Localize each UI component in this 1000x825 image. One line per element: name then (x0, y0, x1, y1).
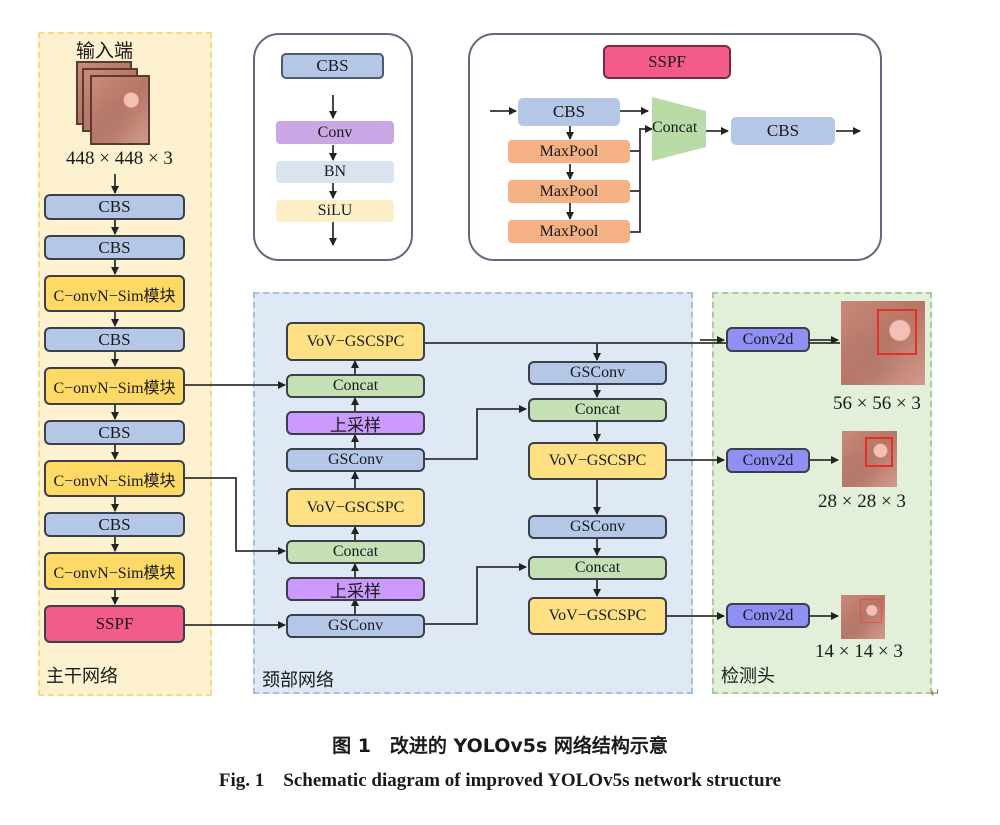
input-image (90, 75, 150, 145)
output-image-large (841, 301, 925, 385)
neck-left-concat-1[interactable]: Concat (286, 374, 425, 398)
neck-left-concat-2[interactable]: Concat (286, 540, 425, 564)
sspf-legend-maxpool-2: MaxPool (508, 180, 630, 203)
detection-box (865, 437, 893, 467)
input-image-stack (76, 61, 156, 145)
cbs-legend-silu: SiLU (276, 200, 394, 222)
head-conv2d-3[interactable]: Conv2d (726, 603, 810, 628)
sspf-legend-title: SSPF (603, 45, 731, 79)
output-image-small (841, 595, 885, 639)
output-image-medium (842, 431, 897, 487)
backbone-cbs-1[interactable]: CBS (44, 194, 185, 220)
head-conv2d-1[interactable]: Conv2d (726, 327, 810, 352)
output-size-medium: 28 × 28 × 3 (818, 491, 906, 512)
detection-box (877, 309, 917, 355)
neck-left-upsample-2[interactable]: 上采样 (286, 577, 425, 601)
sspf-legend-maxpool-1: MaxPool (508, 140, 630, 163)
neck-left-vov-gscspc-2[interactable]: VoV−GSCSPC (286, 488, 425, 527)
neck-left-gsconv-2[interactable]: GSConv (286, 614, 425, 638)
neck-right-vov-gscspc-2[interactable]: VoV−GSCSPC (528, 597, 667, 635)
backbone-label: 主干网络 (46, 666, 118, 687)
cbs-legend-title: CBS (281, 53, 384, 79)
cbs-legend-bn: BN (276, 161, 394, 183)
caption-zh: 图 1 改进的 YOLOv5s 网络结构示意 (332, 735, 668, 757)
sspf-legend-cbs-in: CBS (518, 98, 620, 126)
caption-en: Fig. 1 Schematic diagram of improved YOL… (218, 770, 782, 791)
output-size-small: 14 × 14 × 3 (815, 641, 903, 662)
backbone-cbs-4[interactable]: CBS (44, 420, 185, 445)
sspf-legend-concat-label: Concat (652, 119, 698, 136)
backbone-sspf[interactable]: SSPF (44, 605, 185, 643)
backbone-cbs-2[interactable]: CBS (44, 235, 185, 260)
backbone-c-onvn-sim-3[interactable]: C−onvN−Sim模块 (44, 460, 185, 497)
sspf-legend-concat-shape (652, 97, 706, 161)
input-title: 输入端 (76, 40, 134, 62)
input-size: 448 × 448 × 3 (66, 148, 173, 169)
neck-right-gsconv-1[interactable]: GSConv (528, 361, 667, 385)
neck-right-gsconv-2[interactable]: GSConv (528, 515, 667, 539)
sspf-legend-maxpool-3: MaxPool (508, 220, 630, 243)
neck-left-gsconv-1[interactable]: GSConv (286, 448, 425, 472)
backbone-c-onvn-sim-2[interactable]: C−onvN−Sim模块 (44, 367, 185, 405)
backbone-cbs-5[interactable]: CBS (44, 512, 185, 537)
backbone-c-onvn-sim-4[interactable]: C−onvN−Sim模块 (44, 552, 185, 590)
neck-right-vov-gscspc-1[interactable]: VoV−GSCSPC (528, 442, 667, 480)
head-label: 检测头 (721, 666, 775, 687)
neck-right-concat-2[interactable]: Concat (528, 556, 667, 580)
return-mark: ↵ (930, 686, 941, 700)
sspf-legend-cbs-out: CBS (731, 117, 835, 145)
backbone-cbs-3[interactable]: CBS (44, 327, 185, 352)
neck-left-vov-gscspc-1[interactable]: VoV−GSCSPC (286, 322, 425, 361)
neck-label: 颈部网络 (262, 670, 334, 691)
head-conv2d-2[interactable]: Conv2d (726, 448, 810, 473)
cbs-legend-conv: Conv (276, 121, 394, 144)
backbone-c-onvn-sim-1[interactable]: C−onvN−Sim模块 (44, 275, 185, 312)
detection-box (860, 599, 882, 623)
neck-right-concat-1[interactable]: Concat (528, 398, 667, 422)
output-size-large: 56 × 56 × 3 (833, 393, 921, 414)
neck-left-upsample-1[interactable]: 上采样 (286, 411, 425, 435)
